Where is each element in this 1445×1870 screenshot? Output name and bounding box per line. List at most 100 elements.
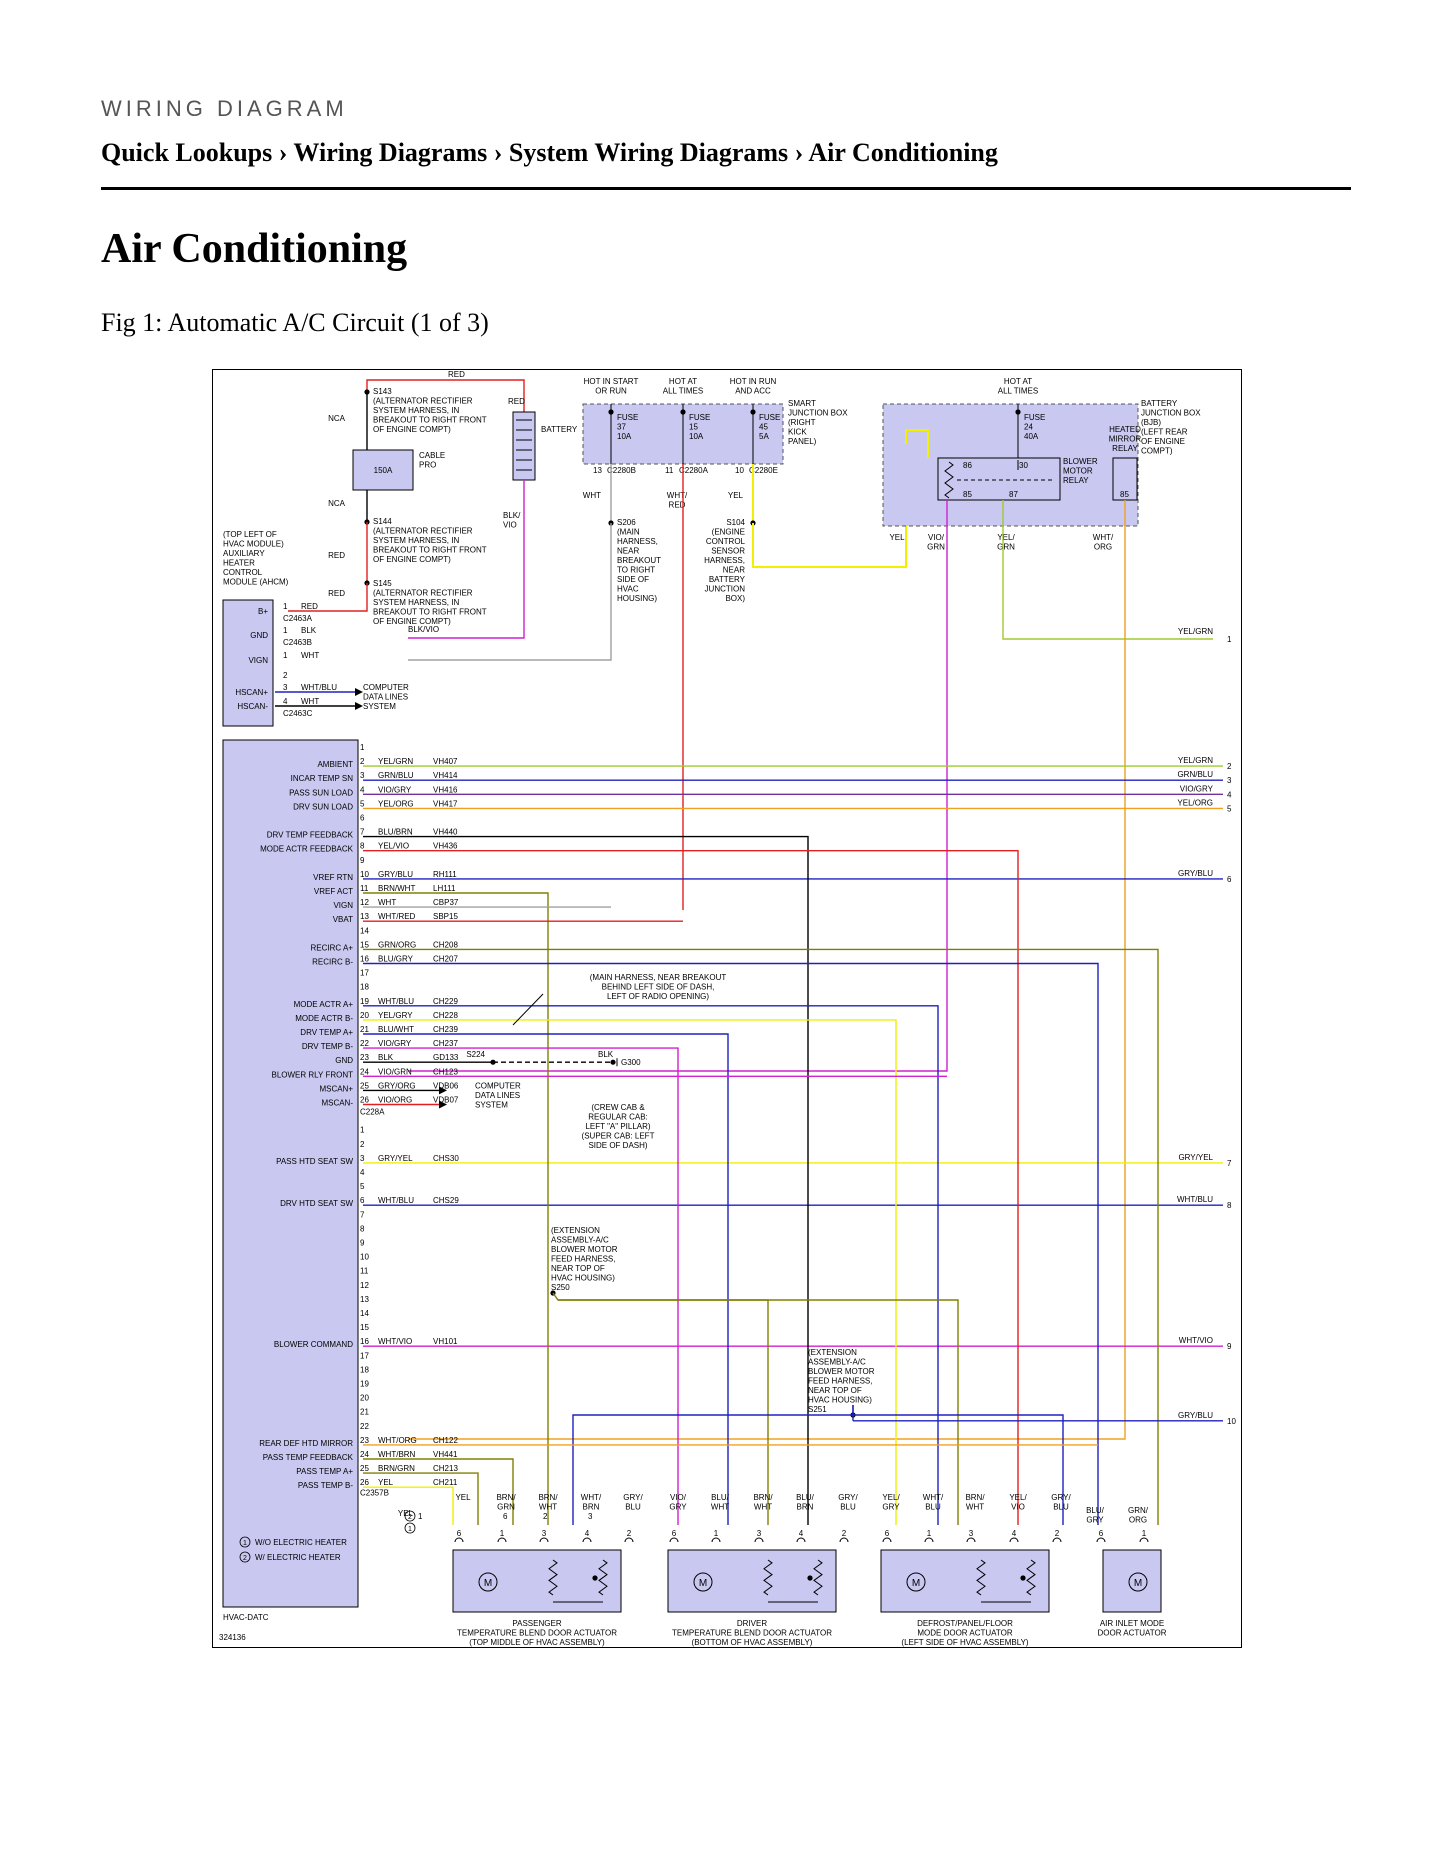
wire-color-label: YEL/ORG [378, 799, 414, 808]
fuse-37-label: FUSE [617, 413, 638, 422]
s143-note: (ALTERNATOR RECTIFIER [373, 397, 473, 406]
s104-note: NEAR [723, 566, 745, 575]
bjb-label: JUNCTION BOX [1141, 409, 1201, 418]
ahcm-pin-label: B+ [258, 607, 268, 616]
edge-wire-label: WHT/VIO [1179, 1336, 1213, 1345]
pin-terminal [624, 1537, 634, 1543]
wire-blu-wht [363, 1033, 729, 1525]
pin-number: 2 [842, 1529, 847, 1538]
module-pin-label: VBAT [333, 915, 353, 924]
driver-actuator-label: DRIVER [737, 1619, 767, 1628]
ahcm-label: AUXILIARY [223, 549, 265, 558]
legend-text: W/O ELECTRIC HEATER [255, 1538, 347, 1547]
pin-number: 1 [283, 602, 288, 611]
wire-label-red: RED [448, 370, 465, 379]
pin-number: 2 [360, 757, 365, 766]
circuit-label: GD133 [433, 1053, 459, 1062]
pin-number: 12 [360, 898, 369, 907]
pin-number: 8 [360, 1224, 365, 1233]
pin-number: 12 [360, 1281, 369, 1290]
pin-terminal [497, 1537, 507, 1543]
page-title: Air Conditioning [101, 226, 408, 272]
motor-label: M [699, 1578, 707, 1589]
inlet-actuator-label: DOOR ACTUATOR [1097, 1629, 1166, 1638]
fuse-15-label: FUSE [689, 413, 710, 422]
fuse-15-dot [680, 409, 686, 415]
s251-note: BLOWER MOTOR [808, 1367, 875, 1376]
pin-number: 15 [360, 940, 369, 949]
s206-note: SIDE OF [617, 575, 649, 584]
wire-wht-brn [363, 1458, 514, 1525]
pin-number: 6 [672, 1529, 677, 1538]
pin-number: 1 [1142, 1529, 1147, 1538]
crew-cab-note: (CREW CAB & [591, 1103, 645, 1112]
s145-note: BREAKOUT TO RIGHT FRONT [373, 608, 487, 617]
circuit-label: SBP15 [433, 912, 458, 921]
edge-number: 7 [1227, 1159, 1232, 1168]
circuit-label: VDB06 [433, 1081, 459, 1090]
cable-pro-label: CABLE [419, 451, 445, 460]
s251-note: HVAC HOUSING) [808, 1396, 872, 1405]
module-pin-label: RECIRC A+ [311, 943, 354, 952]
ahcm-label: HVAC MODULE) [223, 540, 284, 549]
pin-number: 19 [360, 997, 369, 1006]
s144-note: OF ENGINE COMPT) [373, 555, 451, 564]
heated-mirror-relay [1112, 457, 1138, 501]
connector-label: C2463C [283, 709, 313, 718]
main-harness-note: (MAIN HARNESS, NEAR BREAKOUT [590, 973, 727, 982]
actuator-wire-label: BRN/ [496, 1493, 516, 1502]
bjb-label: OF ENGINE [1141, 437, 1185, 446]
main-harness-note: BEHIND LEFT SIDE OF DASH, [602, 983, 715, 992]
pin-number: 4 [1012, 1529, 1017, 1538]
s104-note: JUNCTION [705, 585, 746, 594]
s104-note: BATTERY [709, 575, 746, 584]
pin-number: 18 [360, 1365, 369, 1374]
module-pin-label: PASS TEMP FEEDBACK [263, 1453, 354, 1462]
module-pin-label: REAR DEF HTD MIRROR [259, 1439, 353, 1448]
actuator-wire-label: GRY/ [838, 1493, 858, 1502]
arrow-data [355, 688, 363, 696]
pin-number: 6 [360, 1196, 365, 1205]
circuit-label: RH111 [433, 870, 457, 879]
pin-number: 18 [360, 983, 369, 992]
pin-number: 15 [360, 1323, 369, 1332]
s144-note: (ALTERNATOR RECTIFIER [373, 527, 473, 536]
sjb-label: JUNCTION BOX [788, 409, 848, 418]
pin-number: 16 [360, 955, 369, 964]
feedback-pot [598, 1559, 608, 1596]
conn-c2280a: C2280A [679, 466, 709, 475]
wire-color-label: WHT [301, 697, 319, 706]
actuator-wire-label: GRY/ [1051, 1493, 1071, 1502]
wire-color-label: WHT/BLU [378, 1196, 414, 1205]
circuit-label: LH111 [433, 884, 456, 893]
legend-circle [239, 1536, 251, 1548]
edge-wire-label: GRN/BLU [1177, 770, 1213, 779]
pin-number: 23 [360, 1053, 369, 1062]
breadcrumb[interactable]: Quick Lookups › Wiring Diagrams › System… [101, 138, 998, 167]
arrow-data [439, 1086, 447, 1095]
wire-color-label: YEL/VIO [378, 842, 409, 851]
bjb-label: BATTERY [1141, 399, 1178, 408]
s250-note: NEAR TOP OF [551, 1264, 605, 1273]
pin-number: 10 [735, 466, 744, 475]
wire-s250-branch [558, 1299, 769, 1525]
ahcm-module [222, 599, 274, 727]
g300-ground [610, 1059, 616, 1065]
passenger-actuator-box [452, 1549, 622, 1613]
actuator-wire-label: BLU/ [711, 1493, 730, 1502]
s250-note: HVAC HOUSING) [551, 1274, 615, 1283]
pin-number: 8 [360, 842, 365, 851]
pin-number: 1 [360, 1126, 365, 1135]
blower-motor-relay [937, 457, 1061, 501]
pin-terminal [711, 1537, 721, 1543]
wire-color-label: WHT/RED [378, 912, 416, 921]
s143-note: BREAKOUT TO RIGHT FRONT [373, 416, 487, 425]
fuse-45-label: FUSE [759, 413, 780, 422]
actuator-wire-label: WHT [711, 1503, 729, 1512]
fuse-45-dot [750, 409, 756, 415]
module-pin-label: RECIRC B- [312, 958, 353, 967]
circuit-label: VH441 [433, 1450, 458, 1459]
module-pin-label: MSCAN+ [319, 1084, 353, 1093]
fuse-24-label: FUSE [1024, 413, 1045, 422]
wire-label-red: RED [508, 397, 525, 406]
